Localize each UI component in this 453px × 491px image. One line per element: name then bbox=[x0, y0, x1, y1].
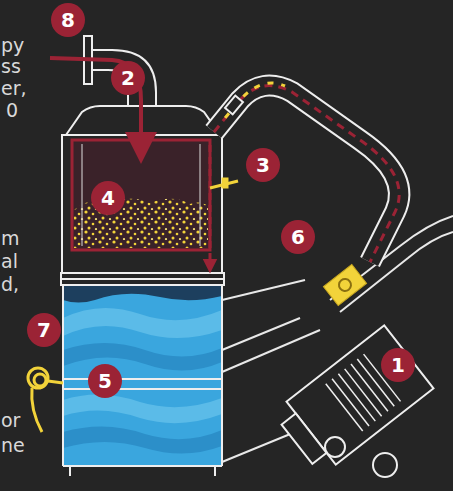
text-fragment: m bbox=[1, 229, 20, 248]
callout-number: 2 bbox=[111, 61, 145, 95]
callout-label: 1 bbox=[391, 355, 405, 375]
callout-number: 5 bbox=[88, 364, 122, 398]
text-fragment: ne bbox=[1, 436, 25, 455]
callout-number: 4 bbox=[91, 181, 125, 215]
text-fragment: py bbox=[1, 36, 24, 55]
text-fragment: ss bbox=[1, 57, 21, 76]
callout-number: 3 bbox=[246, 148, 280, 182]
callout-number: 7 bbox=[27, 313, 61, 347]
callout-label: 2 bbox=[121, 68, 135, 88]
callout-number: 1 bbox=[381, 348, 415, 382]
callout-label: 7 bbox=[37, 320, 51, 340]
text-fragment: er, bbox=[1, 79, 27, 98]
callout-label: 3 bbox=[256, 155, 270, 175]
callout-number: 6 bbox=[281, 220, 315, 254]
text-fragment: d, bbox=[1, 275, 19, 294]
callout-label: 4 bbox=[101, 188, 115, 208]
callout-number: 8 bbox=[51, 3, 85, 37]
text-fragment: or bbox=[1, 411, 20, 430]
callout-label: 8 bbox=[61, 10, 75, 30]
text-fragment: 0 bbox=[6, 101, 18, 120]
text-fragment: al bbox=[1, 252, 18, 271]
callout-label: 5 bbox=[98, 371, 112, 391]
callout-label: 6 bbox=[291, 227, 305, 247]
